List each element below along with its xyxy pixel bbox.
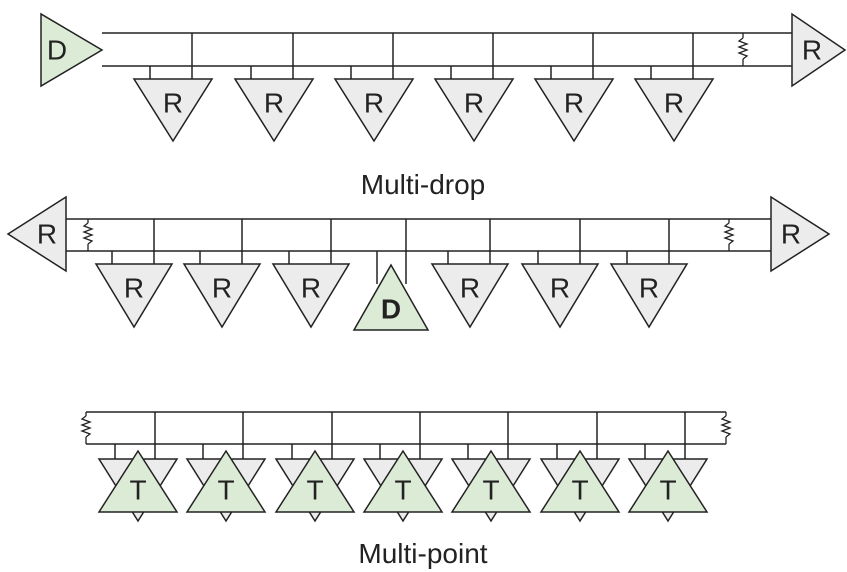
transceiver-label: T [217,475,234,506]
drop-receiver: R [182,219,262,329]
receiver-label: R [124,273,144,304]
drop-receiver: R [433,33,515,143]
termination-resistor-right [723,219,735,251]
termination-resistor-right [737,33,749,66]
drop-receiver: R [609,219,689,329]
transceiver-label: T [571,475,588,506]
driver-center: D [352,219,430,331]
drop-receiver: R [633,33,715,143]
receiver-label: R [37,219,57,250]
receiver-label: R [163,88,183,119]
receiver-label: R [264,88,284,119]
transceiver: T [627,412,709,523]
drop-receiver: R [333,33,415,143]
transceiver-label: T [129,475,146,506]
receiver-label: R [664,88,684,119]
driver-label: D [47,35,67,66]
transceiver: T [97,412,179,523]
transceiver: T [274,412,356,523]
transceiver: T [185,412,267,523]
multi-drop-center-driver: R R R R R D [6,195,831,331]
receiver-label: R [564,88,584,119]
receiver-label: R [212,273,232,304]
driver-left: D [40,12,104,88]
transceiver-label: T [306,475,323,506]
drop-receiver: R [520,219,600,329]
caption-multi-drop: Multi-drop [361,169,485,200]
drop-receiver: R [233,33,315,143]
drop-receiver: R [533,33,615,143]
multi-drop-single-driver: D R R R R R [40,12,847,200]
transceiver: T [450,412,532,523]
multi-point: T T T T T [80,411,732,569]
driver-label: D [381,294,401,325]
transceiver: T [539,412,621,523]
drop-receiver: R [430,219,510,329]
receiver-left-end: R [6,195,67,273]
termination-resistor-left [82,219,94,251]
receiver-label: R [364,88,384,119]
receiver-label: R [301,273,321,304]
receiver-label: R [781,219,801,250]
transceiver-label: T [482,475,499,506]
receiver-right-end: R [770,195,831,273]
transceiver-label: T [394,475,411,506]
receiver-label: R [802,35,822,66]
receiver-label: R [639,273,659,304]
receiver-label: R [460,273,480,304]
caption-multi-point: Multi-point [358,538,487,569]
drop-receiver: R [271,219,351,329]
drop-receiver: R [132,33,214,143]
drop-receiver: R [94,219,174,329]
receiver-label: R [550,273,570,304]
termination-resistor-right [720,412,732,444]
receiver-right-end: R [791,12,847,88]
termination-resistor-left [80,412,92,444]
transceiver: T [362,412,444,523]
transceiver-label: T [659,475,676,506]
receiver-label: R [464,88,484,119]
